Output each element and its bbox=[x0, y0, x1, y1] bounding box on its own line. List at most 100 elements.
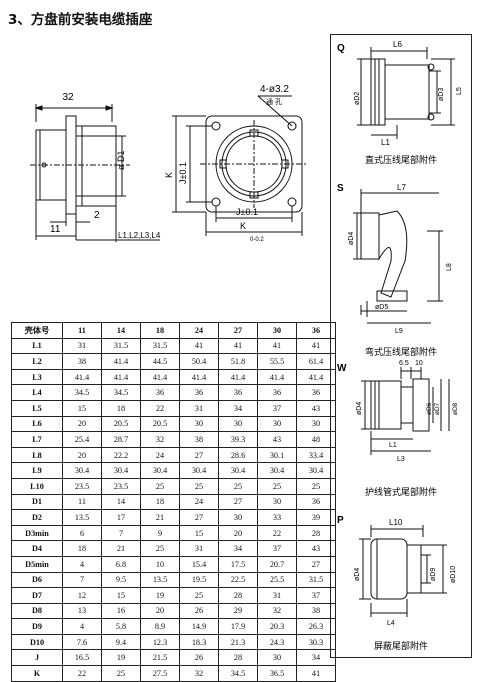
table-cell: 12.3 bbox=[140, 633, 180, 651]
table-header-cell: 24 bbox=[179, 322, 219, 339]
table-cell: 38 bbox=[62, 353, 102, 370]
dim-k-vertical-label: K bbox=[164, 172, 174, 178]
table-cell: 25.4 bbox=[62, 431, 102, 448]
side-view bbox=[30, 104, 160, 242]
accessory-p-letter: P bbox=[337, 515, 344, 526]
dim-11-label: 11 bbox=[50, 224, 61, 235]
accessory-w-d7: øD7 bbox=[434, 402, 441, 415]
accessory-p-caption: 屏蔽尾部附件 bbox=[374, 640, 428, 652]
table-row-label: L9 bbox=[11, 462, 63, 479]
table-cell: 30.1 bbox=[257, 446, 297, 464]
table-cell: 20 bbox=[62, 415, 102, 433]
table-cell: 17 bbox=[101, 509, 141, 526]
table-row-label: J bbox=[11, 649, 63, 667]
table-cell: 30.4 bbox=[296, 462, 336, 479]
table-row-label: D8 bbox=[11, 602, 63, 620]
table-header-cell: 30 bbox=[257, 322, 297, 339]
table-cell: 41.4 bbox=[101, 368, 141, 386]
table-cell: 36 bbox=[257, 384, 297, 401]
accessory-w-dim-6-5: 6.5 bbox=[399, 360, 409, 367]
table-cell: 30.4 bbox=[218, 462, 258, 479]
accessory-q-l5: L5 bbox=[456, 87, 463, 95]
table-cell: 20 bbox=[140, 602, 180, 620]
table-cell: 19.5 bbox=[179, 571, 219, 589]
table-cell: 26 bbox=[179, 649, 219, 667]
dim-k-horizontal-tol: 0-0.2 bbox=[250, 237, 264, 243]
accessory-q-letter: Q bbox=[337, 43, 345, 54]
table-cell: 6 bbox=[62, 524, 102, 542]
page-title: 3、方盘前安装电缆插座 bbox=[8, 12, 153, 28]
accessory-q-l6: L6 bbox=[393, 40, 402, 49]
table-cell: 27 bbox=[218, 493, 258, 511]
table-cell: 25 bbox=[140, 477, 180, 495]
table-cell: 14 bbox=[101, 493, 141, 511]
table-cell: 20 bbox=[62, 446, 102, 464]
table-cell: 24.3 bbox=[257, 633, 297, 651]
table-cell: 9.5 bbox=[101, 571, 141, 589]
table-cell: 7 bbox=[62, 571, 102, 589]
table-cell: 37 bbox=[257, 399, 297, 417]
table-header-cell: 14 bbox=[101, 322, 141, 339]
table-cell: 41 bbox=[296, 665, 336, 682]
table-header-cell: 27 bbox=[218, 322, 258, 339]
table-row-label: D5min bbox=[11, 555, 63, 573]
table-cell: 14.9 bbox=[179, 618, 219, 635]
table-cell: 23.5 bbox=[62, 477, 102, 495]
table-cell: 30.4 bbox=[179, 462, 219, 479]
accessory-s-l9: L9 bbox=[395, 328, 403, 335]
table-cell: 20.3 bbox=[257, 618, 297, 635]
table-cell: 41 bbox=[257, 337, 297, 355]
dim-lengths-label: L1,L2,L3,L4 bbox=[118, 231, 161, 240]
table-cell: 28 bbox=[218, 649, 258, 667]
table-cell: 32 bbox=[179, 665, 219, 682]
table-cell: 26 bbox=[179, 602, 219, 620]
table-row-label: L1 bbox=[11, 337, 63, 355]
table-row-label: L4 bbox=[11, 384, 63, 401]
table-cell: 27 bbox=[179, 446, 219, 464]
table-cell: 32 bbox=[257, 602, 297, 620]
table-cell: 41.4 bbox=[218, 368, 258, 386]
connector-main-drawing: 32 ø D1 2 11 L1,L2,L3,L4 bbox=[30, 84, 308, 243]
table-cell: 16.5 bbox=[62, 649, 102, 667]
table-cell: 30 bbox=[179, 415, 219, 433]
table-cell: 30 bbox=[257, 493, 297, 511]
table-cell: 41.4 bbox=[101, 353, 141, 370]
table-row-label: L6 bbox=[11, 415, 63, 433]
table-cell: 30 bbox=[257, 415, 297, 433]
table-row-label: D2 bbox=[11, 509, 63, 526]
table-cell: 34.5 bbox=[218, 665, 258, 682]
dim-j-horizontal-label: J±0.1 bbox=[236, 207, 258, 217]
table-cell: 15 bbox=[101, 587, 141, 604]
table-row-label: K bbox=[11, 665, 63, 682]
accessory-p: P L10 øD4 øD9 øD10 L4 屏蔽尾部附件 bbox=[337, 515, 457, 652]
dim-d1-label: ø D1 bbox=[116, 150, 126, 170]
table-cell: 18 bbox=[101, 399, 141, 417]
table-cell: 13.5 bbox=[140, 571, 180, 589]
table-cell: 36.5 bbox=[257, 665, 297, 682]
table-cell: 19 bbox=[101, 649, 141, 667]
accessory-w-l3: L3 bbox=[397, 456, 405, 463]
table-cell: 6.8 bbox=[101, 555, 141, 573]
table-cell: 31 bbox=[62, 337, 102, 355]
accessory-s-l7: L7 bbox=[397, 183, 406, 192]
dim-j-vertical-label: J±0.1 bbox=[178, 162, 188, 184]
table-cell: 22.5 bbox=[218, 571, 258, 589]
accessory-w-l1: L1 bbox=[389, 442, 397, 449]
table-cell: 28.7 bbox=[101, 431, 141, 448]
table-cell: 31 bbox=[179, 399, 219, 417]
table-cell: 25 bbox=[101, 665, 141, 682]
table-cell: 30.4 bbox=[140, 462, 180, 479]
table-cell: 13.5 bbox=[62, 509, 102, 526]
table-cell: 13 bbox=[62, 602, 102, 620]
accessory-p-d4: øD4 bbox=[354, 568, 361, 581]
table-cell: 41 bbox=[218, 337, 258, 355]
table-cell: 20 bbox=[218, 524, 258, 542]
